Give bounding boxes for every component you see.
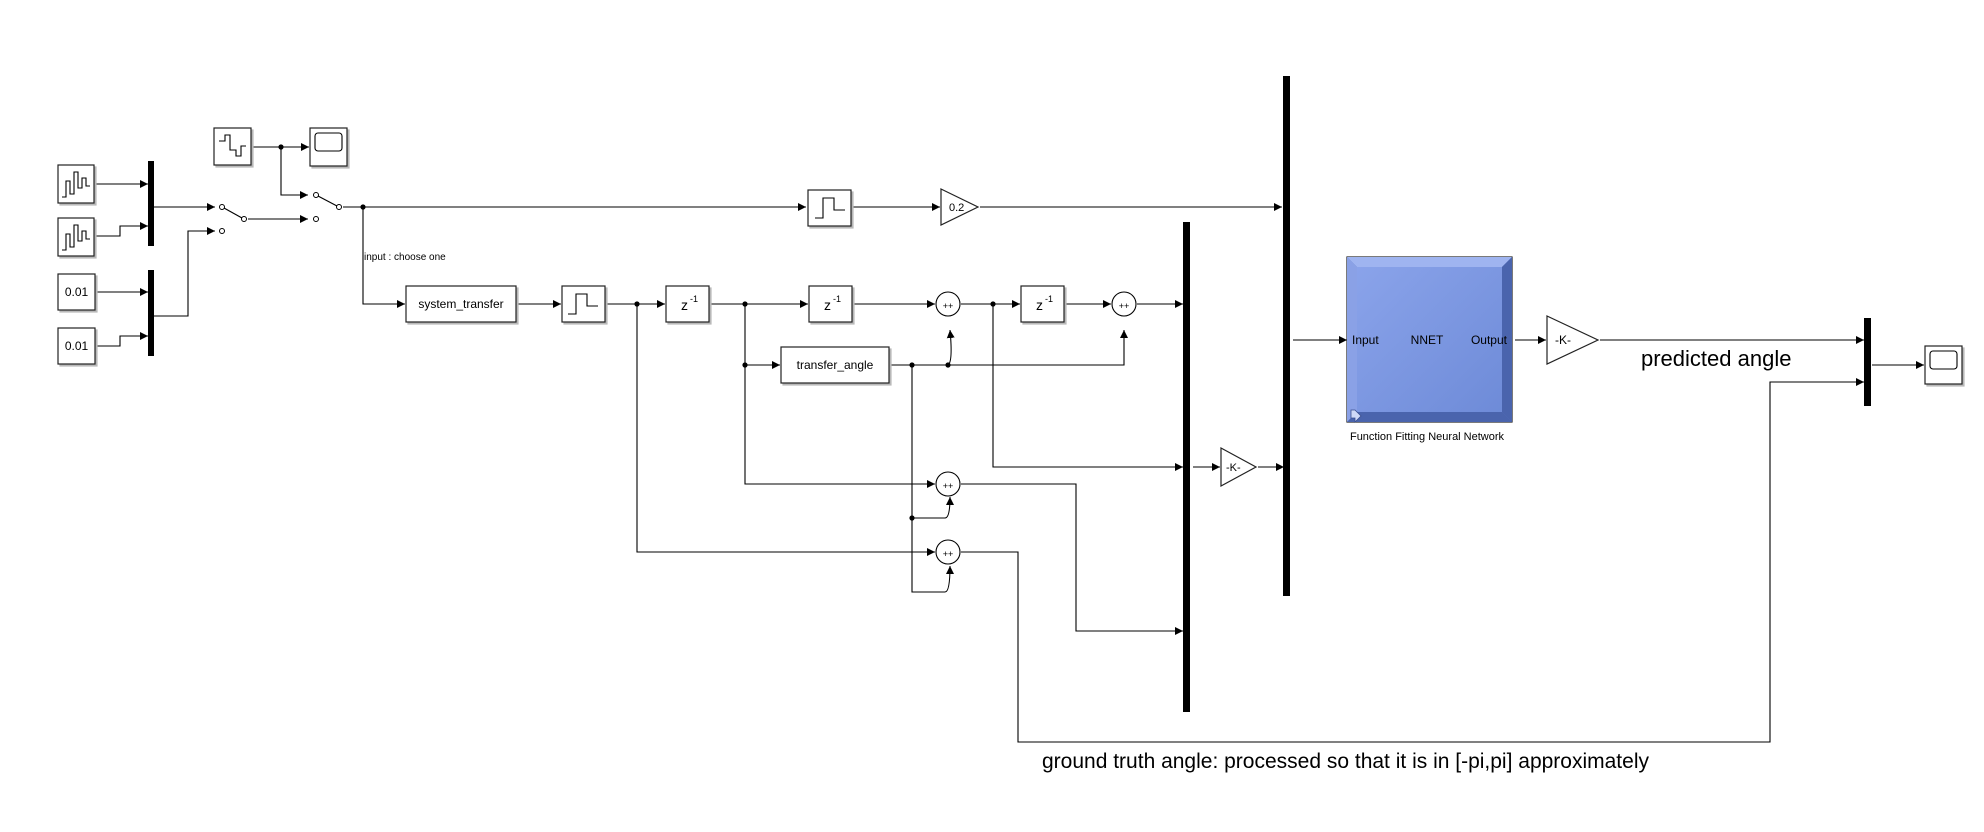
constant-block-2[interactable]: 0.01 xyxy=(57,327,96,365)
random-source-block-1[interactable] xyxy=(57,164,95,204)
unit-delay-exponent: -1 xyxy=(833,294,841,304)
random-signal-icon xyxy=(62,224,90,251)
zero-order-hold-2[interactable] xyxy=(561,285,606,323)
sum-block-1[interactable]: ++ xyxy=(935,291,961,317)
sum-block-2[interactable]: ++ xyxy=(1111,291,1137,317)
gain-value: -K- xyxy=(1226,462,1241,474)
predicted-angle-label: predicted angle xyxy=(1641,346,1791,371)
mux-bar-3[interactable] xyxy=(1183,222,1190,712)
random-source-block-2[interactable] xyxy=(57,217,95,257)
zoh-icon xyxy=(815,197,845,219)
gain-block-k-mid[interactable]: -K- xyxy=(1220,446,1258,488)
gain-value: 0.2 xyxy=(949,202,964,214)
sum-block-4[interactable]: ++ xyxy=(935,539,961,565)
gain-block-02[interactable]: 0.2 xyxy=(940,188,980,226)
constant-block-1[interactable]: 0.01 xyxy=(57,273,96,311)
system-transfer-label: system_transfer xyxy=(418,297,503,311)
unit-delay-exponent: -1 xyxy=(1045,294,1053,304)
gain-block-k-out[interactable]: -K- xyxy=(1546,315,1600,365)
subsystem-arrow-icon xyxy=(1350,409,1362,423)
scope-screen-icon xyxy=(314,132,343,152)
nnet-block[interactable]: Input NNET Output xyxy=(1346,256,1513,423)
mux-bar-out[interactable] xyxy=(1864,318,1871,406)
unit-delay-block-1[interactable]: z -1 xyxy=(665,285,710,323)
nnet-output-port: Output xyxy=(1471,333,1508,347)
ground-truth-label: ground truth angle: processed so that it… xyxy=(1042,750,1649,773)
sum-signs: ++ xyxy=(943,481,954,491)
unit-delay-exponent: -1 xyxy=(690,294,698,304)
system-transfer-block[interactable]: system_transfer xyxy=(405,285,517,323)
mux-bar-4[interactable] xyxy=(1283,76,1290,596)
unit-delay-block-3[interactable]: z -1 xyxy=(1020,285,1065,323)
transfer-angle-block[interactable]: transfer_angle xyxy=(780,346,890,384)
nnet-title: NNET xyxy=(1411,333,1444,347)
sum-block-3[interactable]: ++ xyxy=(935,471,961,497)
gain-value: -K- xyxy=(1555,333,1571,347)
constant-value: 0.01 xyxy=(65,285,89,299)
zoh-icon xyxy=(568,293,598,315)
unit-delay-symbol: z xyxy=(1036,297,1043,313)
junction-dots xyxy=(278,144,996,521)
repeating-sequence-block[interactable] xyxy=(213,127,252,166)
mux-bar-1[interactable] xyxy=(148,161,154,246)
sum-signs: ++ xyxy=(943,301,954,311)
scope-block-1[interactable] xyxy=(309,127,348,167)
scope-screen-icon xyxy=(1929,350,1958,370)
signal-wires xyxy=(95,143,1924,743)
manual-switch-1[interactable] xyxy=(219,204,247,234)
manual-switch-2[interactable] xyxy=(313,192,342,222)
random-signal-icon xyxy=(62,171,90,198)
staircase-signal-icon xyxy=(219,134,246,157)
transfer-angle-label: transfer_angle xyxy=(797,358,874,372)
zero-order-hold-top[interactable] xyxy=(807,189,852,227)
mux-bar-2[interactable] xyxy=(148,270,154,356)
nnet-caption: Function Fitting Neural Network xyxy=(1350,431,1505,443)
sum-signs: ++ xyxy=(1119,301,1130,311)
input-choice-label: input : choose one xyxy=(364,252,446,263)
unit-delay-symbol: z xyxy=(824,297,831,313)
nnet-input-port: Input xyxy=(1352,333,1379,347)
unit-delay-symbol: z xyxy=(681,297,688,313)
sum-signs: ++ xyxy=(943,549,954,559)
unit-delay-block-2[interactable]: z -1 xyxy=(808,285,853,323)
constant-value: 0.01 xyxy=(65,339,89,353)
scope-block-2[interactable] xyxy=(1924,345,1963,385)
